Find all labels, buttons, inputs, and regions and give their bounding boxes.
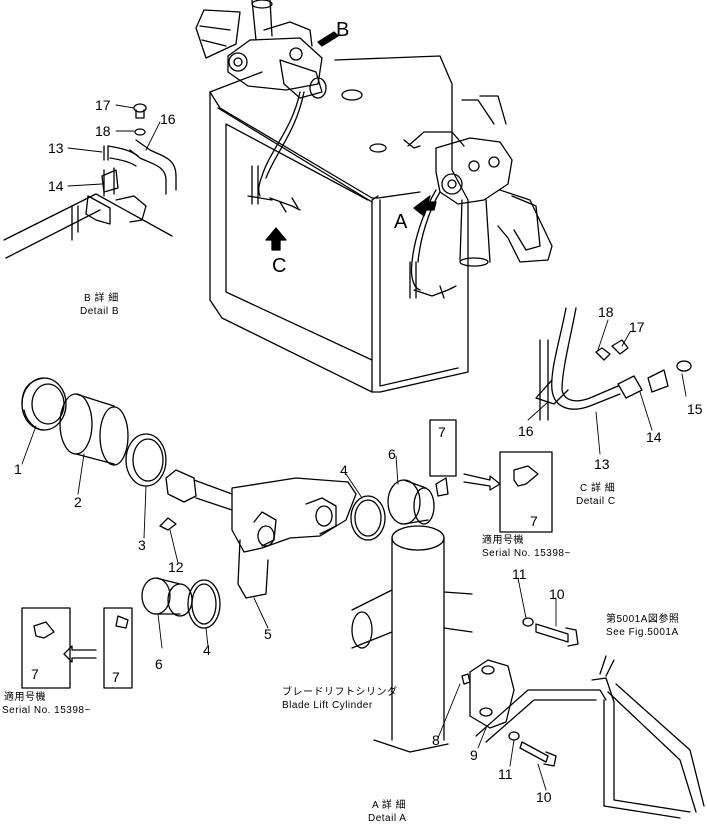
- callout-8: 8: [432, 732, 440, 748]
- callout-4-lower: 4: [203, 642, 211, 658]
- callout-b-13: 13: [48, 140, 64, 156]
- callout-7-box-upper: 7: [438, 424, 446, 440]
- callout-11-lower: 11: [498, 766, 513, 782]
- leader-lines: [21, 104, 687, 791]
- detail-b-en: Detail B: [80, 306, 120, 317]
- callout-4-upper: 4: [340, 462, 348, 478]
- serial-right-en: Serial No. 15398~: [482, 548, 571, 559]
- ring-4-upper: [350, 495, 386, 541]
- callout-5: 5: [264, 626, 272, 642]
- callout-6-upper: 6: [388, 446, 396, 462]
- bolt-10-lower: [508, 731, 557, 767]
- callout-7-upper-right: 7: [530, 513, 538, 529]
- blade-lift-cylinder: [351, 525, 473, 753]
- callout-11-upper: 11: [512, 566, 527, 582]
- detail-b-jp: B 詳 細: [84, 293, 119, 304]
- cap-9: [461, 659, 515, 729]
- callout-b-14: 14: [48, 178, 64, 194]
- callout-3: 3: [138, 537, 146, 553]
- callout-c-13: 13: [594, 456, 610, 472]
- serial-left-en: Serial No. 15398~: [2, 705, 91, 716]
- serial-right-jp: 適用号機: [482, 535, 524, 546]
- callout-b-17: 17: [95, 97, 111, 113]
- callout-c-16: 16: [518, 423, 534, 439]
- callout-b-16: 16: [160, 111, 176, 127]
- callout-9: 9: [470, 747, 478, 763]
- view-label-b: B: [336, 19, 350, 41]
- guard-pipe: [475, 655, 705, 819]
- view-arrow-b: [317, 31, 339, 47]
- callout-7-lower: 7: [112, 669, 120, 685]
- reference-jp: 第5001A図参照: [606, 614, 680, 625]
- callout-10-lower: 10: [536, 789, 552, 805]
- view-arrow-c: [265, 227, 287, 251]
- detail-a-en: Detail A: [368, 813, 407, 824]
- tank-body: [209, 55, 469, 393]
- hose-b: [258, 91, 305, 197]
- pivot-5: [165, 469, 357, 599]
- cap-6-lower: [141, 577, 193, 617]
- callout-c-18: 18: [598, 304, 614, 320]
- detail-a-jp: A 詳 細: [372, 800, 407, 811]
- bushing-2: [59, 393, 129, 466]
- cylinder-en: Blade Lift Cylinder: [282, 700, 373, 711]
- callout-c-15: 15: [687, 401, 703, 417]
- detail-b: [3, 103, 177, 259]
- hose-a: [410, 189, 441, 291]
- view-label-a: A: [394, 211, 408, 233]
- detail-c-jp: C 詳 細: [580, 483, 616, 494]
- callout-10-upper: 10: [549, 586, 565, 602]
- callout-7-box-lower-left: 7: [31, 666, 39, 682]
- callout-b-18: 18: [95, 123, 111, 139]
- fitting-box-lower: [21, 607, 133, 689]
- cap-6-upper: [387, 477, 449, 525]
- fitting-box-upper: [429, 419, 553, 533]
- callout-c-17: 17: [629, 319, 645, 335]
- callout-2: 2: [74, 494, 82, 510]
- lift-bracket-right: [403, 95, 553, 267]
- ring-3: [125, 433, 167, 487]
- bolt-12: [159, 517, 177, 531]
- fitting-a: [409, 261, 457, 299]
- serial-left-jp: 適用号機: [4, 692, 46, 703]
- lift-bracket-left: [195, 0, 327, 99]
- ring-4-lower: [187, 579, 221, 629]
- callout-6-lower: 6: [155, 656, 163, 672]
- view-label-c: C: [272, 255, 287, 277]
- fitting-b-left: [247, 165, 301, 213]
- callout-c-14: 14: [646, 429, 662, 445]
- callout-12: 12: [168, 559, 184, 575]
- cylinder-jp: ブレードリフトシリンダ: [282, 687, 398, 698]
- detail-c: [535, 307, 692, 421]
- detail-c-en: Detail C: [576, 496, 616, 507]
- bolt-10-upper: [522, 617, 579, 647]
- callout-1: 1: [14, 461, 22, 477]
- reference-en: See Fig.5001A: [606, 627, 679, 638]
